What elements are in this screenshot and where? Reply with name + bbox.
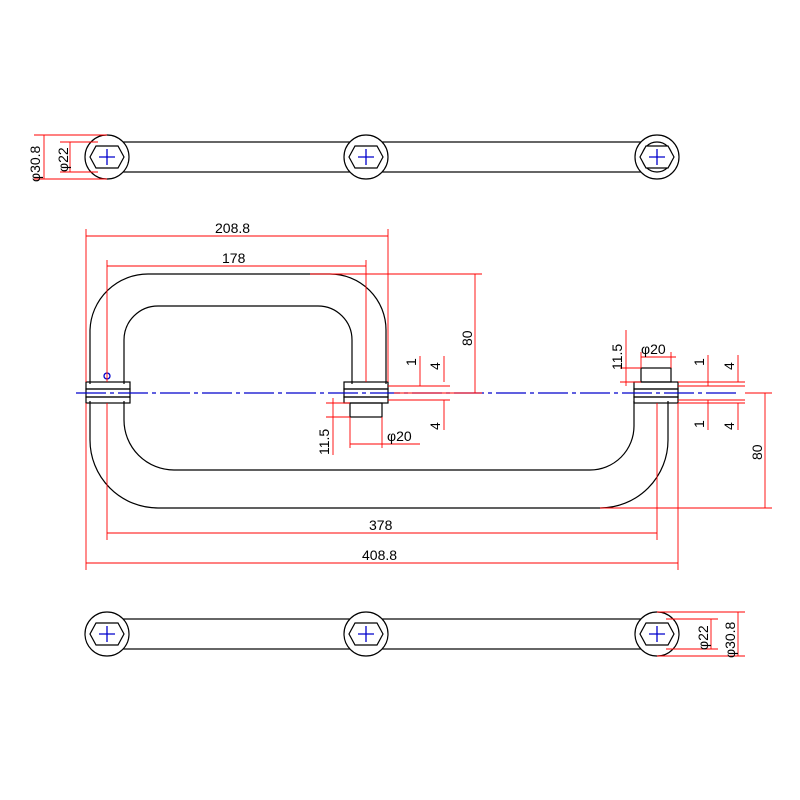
bottom-dia-outer-label: φ30.8 xyxy=(722,621,738,658)
bottom-view-diameter-dims: φ22 φ30.8 xyxy=(657,611,745,658)
dim-phi20-left-label: φ20 xyxy=(387,428,412,444)
center-cross-icon xyxy=(99,149,115,165)
handle-inner-lower xyxy=(123,401,635,471)
top-dia-outer-label: φ30.8 xyxy=(27,145,43,182)
bottom-dia-inner-label: φ22 xyxy=(695,625,711,650)
handle-outer-lower xyxy=(89,401,669,509)
dim-4-left-top-label: 4 xyxy=(427,362,443,370)
top-view-diameter-dims: φ30.8 φ22 xyxy=(27,134,107,182)
dim-1-right-top-label: 1 xyxy=(691,358,707,366)
top-dia-inner-label: φ22 xyxy=(55,147,71,172)
handle-outer-upper xyxy=(89,273,387,384)
dim-80-lower-label: 80 xyxy=(749,444,765,460)
dim-4-left-bottom-label: 4 xyxy=(427,422,443,430)
bottom-view: φ22 φ30.8 xyxy=(84,611,745,658)
washer-middle xyxy=(343,381,389,418)
top-view-end-middle xyxy=(343,134,389,180)
bottom-view-end-left xyxy=(84,611,130,657)
center-cross-icon xyxy=(358,626,374,642)
handle-inner-upper xyxy=(123,305,353,384)
dim-178-label: 178 xyxy=(222,250,246,266)
dim-phi20-right-label: φ20 xyxy=(641,341,666,357)
front-view-dimensions: 208.8 178 80 1 4 4 11.5 xyxy=(85,220,772,570)
top-view-end-left xyxy=(84,134,130,180)
dim-1-left-label: 1 xyxy=(403,358,419,366)
dim-80-upper-label: 80 xyxy=(459,330,475,346)
bottom-view-end-middle xyxy=(343,611,389,657)
dim-208-8-label: 208.8 xyxy=(215,220,250,236)
center-cross-icon xyxy=(99,626,115,642)
top-view: φ30.8 φ22 xyxy=(27,134,680,182)
washer-right xyxy=(633,367,679,404)
dim-11-5-left-label: 11.5 xyxy=(316,429,332,455)
front-view: 208.8 178 80 1 4 4 11.5 xyxy=(76,220,772,570)
dim-11-5-right-label: 11.5 xyxy=(609,344,625,370)
dim-378-label: 378 xyxy=(369,517,393,533)
dim-4-right-top-label: 4 xyxy=(721,362,737,370)
center-cross-icon xyxy=(358,149,374,165)
dim-408-8-label: 408.8 xyxy=(362,547,397,563)
top-view-end-right xyxy=(634,134,680,180)
center-cross-icon xyxy=(649,626,665,642)
center-cross-icon xyxy=(649,149,665,165)
dim-4-right-bottom-label: 4 xyxy=(721,422,737,430)
dim-1-right-bottom-label: 1 xyxy=(691,420,707,428)
